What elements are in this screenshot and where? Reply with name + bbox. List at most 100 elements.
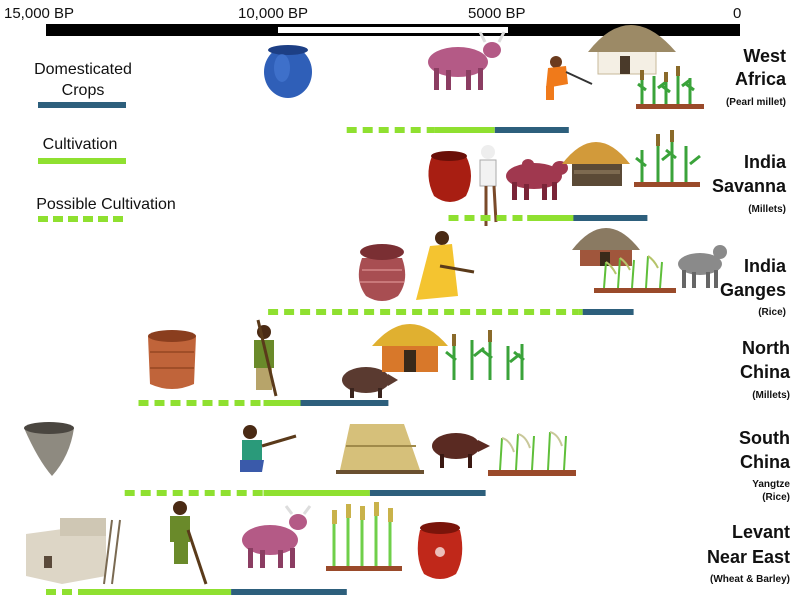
- possible-cultivation-segment: [220, 490, 231, 496]
- cultivation-bar: [83, 589, 232, 595]
- possible-cultivation-segment: [156, 490, 167, 496]
- timeline-label-5000bp: 5000 BP: [468, 5, 526, 22]
- cultivation-bar: [434, 127, 495, 133]
- boar-icon: [342, 367, 398, 398]
- possible-cultivation-segment: [62, 589, 72, 595]
- region-west-africa: West Africa (Pearl millet): [264, 25, 787, 109]
- possible-cultivation-segment: [252, 490, 263, 496]
- possible-cultivation-segment: [202, 400, 213, 406]
- region-name-line2: Savanna: [712, 176, 787, 196]
- domesticated-crops-bar: [494, 127, 569, 133]
- possible-cultivation-segment: [492, 309, 503, 315]
- region-name-line2: Ganges: [720, 280, 786, 300]
- millet-field-icon: [445, 330, 525, 380]
- domesticated-crops-bar: [231, 589, 347, 595]
- hut-icon: [572, 228, 640, 266]
- possible-cultivation-segment: [170, 400, 181, 406]
- farmer-icon: [254, 319, 278, 397]
- possible-cultivation-segment: [124, 490, 135, 496]
- region-name-line2: China: [740, 362, 791, 382]
- legend-domesticated-line1: Domesticated: [34, 61, 132, 78]
- region-south-china: South China Yangtze (Rice): [24, 422, 791, 503]
- possible-cultivation-segment: [46, 589, 56, 595]
- cattle-icon: [242, 505, 312, 568]
- possible-cultivation-segment: [234, 400, 245, 406]
- region-levant-near-east: Levant Near East (Wheat & Barley): [26, 501, 790, 585]
- cultivation-bar: [263, 400, 301, 406]
- possible-cultivation-segment: [284, 309, 295, 315]
- possible-cultivation-segment: [236, 490, 247, 496]
- domesticated-crops-bar: [369, 490, 486, 496]
- region-crop: (Wheat & Barley): [710, 574, 790, 585]
- timeline-label-0bp: 0: [733, 5, 741, 22]
- pottery-vessel-icon: [264, 45, 312, 98]
- pottery-vessel-icon: [148, 330, 196, 389]
- region-name-line1: West: [743, 46, 786, 66]
- possible-cultivation-segment: [394, 127, 405, 133]
- farmer-icon: [240, 425, 297, 472]
- cultivation-bar: [263, 490, 370, 496]
- possible-cultivation-segment: [138, 400, 149, 406]
- legend-possible-label: Possible Cultivation: [36, 196, 176, 213]
- possible-cultivation-segment: [78, 589, 83, 595]
- domesticated-crops-bar: [573, 215, 648, 221]
- region-crop: (Pearl millet): [726, 97, 786, 108]
- possible-cultivation-segment: [204, 490, 215, 496]
- region-name-line1: Levant: [732, 522, 790, 542]
- legend-cultivation-swatch: [38, 158, 126, 164]
- possible-cultivation-segment: [378, 127, 389, 133]
- region-india-savanna: India Savanna (Millets): [428, 130, 787, 226]
- possible-cultivation-segment: [346, 127, 357, 133]
- timeline-bar-inner: [278, 27, 508, 33]
- possible-cultivation-segment: [300, 309, 311, 315]
- region-name-line1: India: [744, 152, 787, 172]
- zebu-cattle-icon: [506, 159, 568, 200]
- possible-cultivation-segment: [508, 309, 519, 315]
- timeline-label-10000bp: 10,000 BP: [238, 5, 308, 22]
- farmer-icon: [479, 145, 498, 226]
- possible-cultivation-segment: [426, 127, 435, 133]
- legend-domesticated-line2: Crops: [62, 82, 105, 99]
- possible-cultivation-segment: [428, 309, 439, 315]
- region-crop: (Rice): [758, 307, 786, 318]
- legend-possible-swatch: [38, 216, 123, 222]
- period-bars: [46, 127, 648, 595]
- millet-field-icon: [636, 66, 704, 109]
- possible-cultivation-segment: [364, 309, 375, 315]
- possible-cultivation-segment: [448, 215, 459, 221]
- region-crop: (Millets): [752, 390, 790, 401]
- possible-cultivation-segment: [410, 127, 421, 133]
- possible-cultivation-segment: [186, 400, 197, 406]
- possible-cultivation-segment: [332, 309, 343, 315]
- pottery-vessel-icon: [358, 244, 406, 301]
- possible-cultivation-segment: [464, 215, 475, 221]
- region-name-line2: Africa: [735, 69, 787, 89]
- rice-field-icon: [488, 431, 576, 476]
- millet-field-icon: [634, 130, 701, 187]
- cultivation-bar: [578, 309, 583, 315]
- possible-cultivation-segment: [460, 309, 471, 315]
- region-name-line2: Near East: [707, 547, 790, 567]
- region-crop-line2: (Rice): [762, 492, 790, 503]
- farmer-icon: [170, 501, 208, 585]
- legend: Domesticated Crops Cultivation Possible …: [34, 61, 176, 222]
- cultivation-bar: [527, 215, 574, 221]
- possible-cultivation-segment: [540, 309, 551, 315]
- farmer-icon: [546, 56, 593, 100]
- possible-cultivation-segment: [380, 309, 391, 315]
- possible-cultivation-segment: [480, 215, 491, 221]
- pottery-vessel-icon: [417, 522, 463, 579]
- region-crop: (Millets): [748, 204, 786, 215]
- possible-cultivation-segment: [154, 400, 165, 406]
- possible-cultivation-segment: [362, 127, 373, 133]
- region-india-ganges: India Ganges (Rice): [358, 228, 787, 318]
- possible-cultivation-segment: [524, 309, 535, 315]
- possible-cultivation-segment: [476, 309, 487, 315]
- timeline-label-15000bp: 15,000 BP: [4, 5, 74, 22]
- possible-cultivation-segment: [172, 490, 183, 496]
- farmer-icon: [416, 231, 475, 300]
- domesticated-crops-bar: [582, 309, 634, 315]
- legend-cultivation-label: Cultivation: [43, 136, 118, 153]
